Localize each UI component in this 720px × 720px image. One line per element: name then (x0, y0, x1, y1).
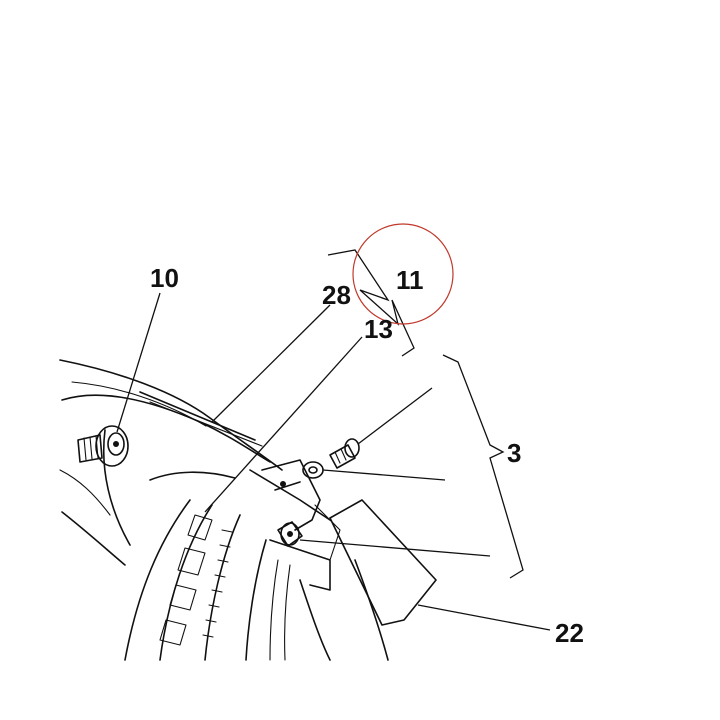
fairing-body (59, 359, 331, 566)
leader-10 (116, 292, 161, 433)
bracket-3 (442, 354, 524, 579)
part-10-fastener (77, 425, 129, 467)
lower-panel-with-lettering (124, 499, 291, 661)
part-22-pad (329, 499, 437, 626)
callout-28: 28 (322, 280, 351, 310)
leader-22 (417, 604, 551, 631)
leader-3-mid (322, 469, 446, 481)
callout-13: 13 (364, 314, 393, 344)
callout-3: 3 (507, 438, 522, 468)
mounting-bracket (261, 459, 389, 661)
leader-28 (211, 304, 331, 423)
leader-13 (204, 336, 363, 513)
callout-22: 22 (555, 618, 584, 648)
part-3-assembly (277, 438, 360, 547)
callout-11: 11 (396, 265, 424, 295)
leader-3-bottom (299, 539, 491, 557)
callout-10: 10 (150, 263, 179, 293)
highlight-circle (352, 223, 454, 325)
leader-3-top (357, 387, 433, 445)
leader-11 (327, 249, 415, 357)
leader-lines (116, 249, 551, 631)
panel-lettering-graphic (159, 514, 233, 646)
